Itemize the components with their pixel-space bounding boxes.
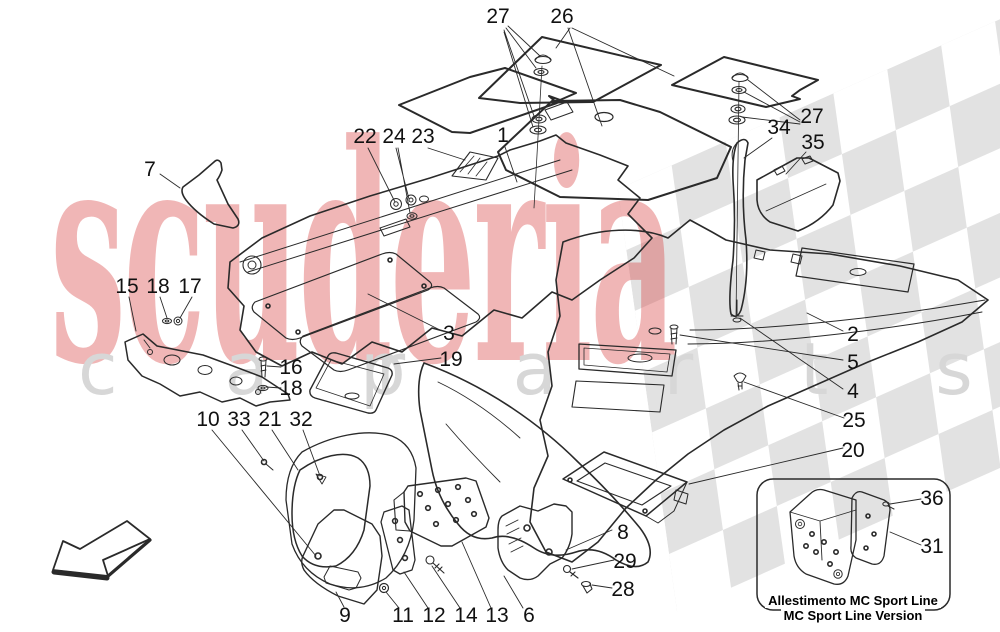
inset-caption-line2: MC Sport Line Version: [728, 608, 978, 623]
clip-11-glyph: [378, 582, 390, 594]
callout-3: 3: [443, 322, 455, 345]
callout-36: 36: [920, 487, 944, 510]
mat-fastener-stack-left: [529, 54, 552, 209]
callout-12: 12: [422, 604, 446, 627]
callout-14: 14: [454, 604, 478, 627]
callout-29: 29: [613, 550, 637, 573]
part-bracket-13: [393, 477, 490, 547]
callout-35: 35: [801, 131, 825, 154]
callout-6: 6: [523, 604, 535, 627]
part-pillar-trim-7: [181, 159, 240, 229]
direction-arrow: [51, 520, 152, 581]
callout-21: 21: [258, 408, 282, 431]
part-carpet-front-lh: [227, 134, 653, 373]
part-bracket-12: [380, 505, 416, 575]
leader-lines: [128, 25, 922, 609]
callout-13: 13: [485, 604, 509, 627]
part-footrest-plate-19: [309, 352, 393, 414]
callout-10: 10: [196, 408, 220, 431]
washer-18-nut-17: [162, 316, 183, 326]
callout-5: 5: [847, 351, 859, 374]
callout-16: 16: [279, 356, 303, 379]
brand-watermark-sub-right: p a r t s: [360, 327, 1000, 411]
part-frame-20: [562, 451, 689, 524]
clip-4-glyph: [730, 299, 744, 323]
callout-25: 25: [842, 409, 866, 432]
callout-4: 4: [847, 380, 859, 403]
callout-11: 11: [392, 604, 414, 627]
callout-17: 17: [178, 275, 202, 298]
callout-27-right: 27: [800, 105, 824, 128]
callout-34: 34: [767, 116, 791, 139]
part-mat-center: [497, 99, 732, 201]
part-mat-rear-right: [671, 56, 819, 108]
part-wheelarch-panel-21: [260, 432, 417, 589]
screw-16-washer-18: [257, 356, 269, 392]
callout-22: 22: [353, 125, 377, 148]
callout-1: 1: [497, 124, 509, 147]
inset-caption: Allestimento MC Sport Line MC Sport Line…: [728, 593, 978, 623]
screw-29-glyph: [562, 564, 579, 579]
callout-2: 2: [847, 323, 859, 346]
part-trim-6-8: [497, 503, 573, 581]
rivet-28-glyph: [580, 580, 593, 594]
part-mat-rear-left: [398, 67, 577, 134]
callout-28: 28: [611, 578, 635, 601]
part-sill-panel-35: [756, 155, 841, 232]
screw-5-glyph: [648, 324, 679, 345]
callout-20: 20: [841, 439, 865, 462]
part-pillar-strip-34: [729, 138, 749, 318]
mat-fastener-stack-right: [728, 72, 749, 319]
callout-33: 33: [227, 408, 251, 431]
rivet-25-glyph: [733, 372, 747, 391]
part-heat-shield-15: [124, 333, 291, 407]
part-bracket-9: [301, 509, 383, 605]
callout-24: 24: [382, 125, 406, 148]
part-carpet-tunnel: [417, 362, 651, 568]
callout-26: 26: [550, 5, 574, 28]
callout-15: 15: [115, 275, 139, 298]
callout-18-lower: 18: [279, 377, 303, 400]
screw-14-glyph: [425, 555, 445, 574]
callout-8: 8: [617, 521, 629, 544]
inset-caption-line1: Allestimento MC Sport Line: [728, 593, 978, 608]
callout-23: 23: [411, 125, 435, 148]
part-mat-front-top: [478, 36, 662, 104]
part-carpet-front-rh: [529, 219, 989, 563]
callout-27-left: 27: [486, 5, 510, 28]
callout-19: 19: [439, 348, 463, 371]
grommets-22-24: [390, 194, 429, 220]
callout-9: 9: [339, 604, 351, 627]
callout-18-upper: 18: [146, 275, 170, 298]
callout-32: 32: [289, 408, 313, 431]
callout-7: 7: [144, 158, 156, 181]
brand-watermark: scuderia: [50, 78, 678, 431]
callout-31: 31: [920, 535, 944, 558]
